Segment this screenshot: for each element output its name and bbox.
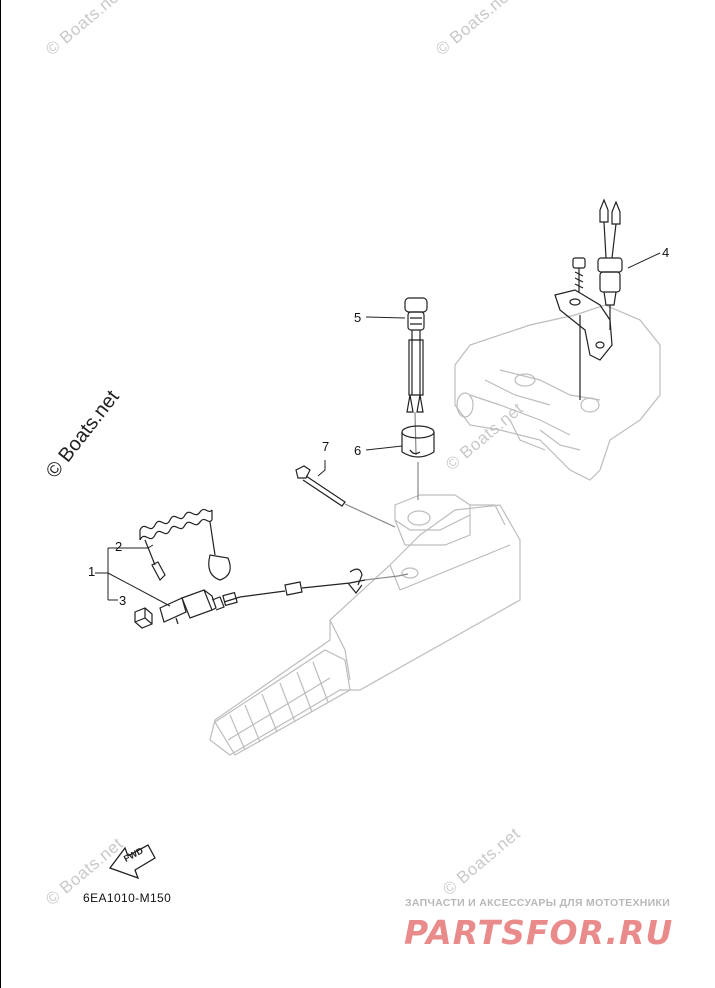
part-4-switch	[554, 198, 623, 400]
callout-1[interactable]: 1	[88, 564, 96, 579]
part-5-switch	[404, 297, 428, 456]
part-2-lanyard	[139, 508, 231, 581]
page-border	[0, 0, 1, 988]
ghost-housing	[209, 304, 661, 756]
part-1-switch	[159, 568, 409, 625]
part-3-cap	[134, 607, 153, 629]
part-drawings	[134, 198, 623, 629]
leader-lines	[95, 252, 661, 607]
callout-3[interactable]: 3	[119, 593, 127, 608]
callout-5[interactable]: 5	[354, 310, 362, 325]
shop-tagline: ЗАПЧАСТИ И АКСЕССУАРЫ ДЛЯ МОТОТЕХНИКИ	[405, 897, 671, 909]
callout-6[interactable]: 6	[354, 443, 362, 458]
callout-4[interactable]: 4	[662, 245, 670, 260]
part-7-tie	[295, 465, 396, 528]
diagram-code: 6EA1010-M150	[83, 891, 172, 905]
callout-2[interactable]: 2	[115, 539, 123, 554]
callout-7[interactable]: 7	[322, 439, 330, 454]
fwd-badge	[108, 844, 156, 880]
part-6-collar	[401, 425, 435, 500]
shop-logo[interactable]: PARTSFOR.RU	[404, 913, 674, 952]
